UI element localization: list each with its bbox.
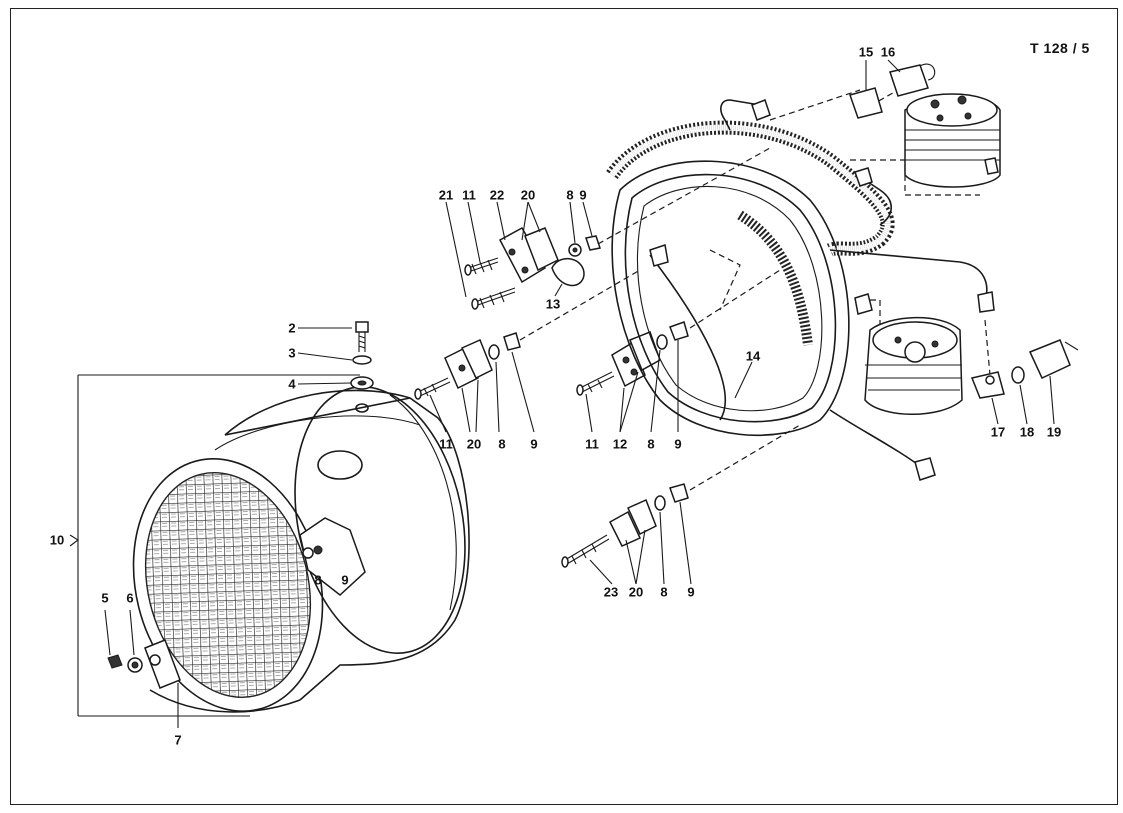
callout-11-middle-left: 11 (439, 436, 453, 452)
callout-20-lower: 20 (628, 584, 644, 600)
callout-22: 22 (489, 187, 505, 203)
callout-8-lower: 8 (660, 584, 668, 600)
callout-14: 14 (745, 348, 761, 364)
callout-18: 18 (1019, 424, 1035, 440)
callout-19: 19 (1046, 424, 1062, 440)
callout-17: 17 (990, 424, 1006, 440)
middle-left-bracket-set (414, 332, 521, 400)
callout-20-upper: 20 (520, 187, 536, 203)
callout-23: 23 (603, 584, 619, 600)
callout-15: 15 (858, 44, 874, 60)
callout-20-middle: 20 (466, 436, 482, 452)
callout-9-lower: 9 (687, 584, 695, 600)
callout-9-middle-left: 9 (530, 436, 538, 452)
callout-5: 5 (101, 590, 109, 606)
callout-8-housing: 8 (314, 572, 322, 588)
drawing-border (10, 8, 1118, 805)
pump-lower (864, 316, 1079, 415)
callout-3: 3 (288, 345, 296, 361)
callout-11-middle-right: 11 (585, 436, 599, 452)
callout-4: 4 (288, 376, 296, 392)
callout-8-middle-left: 8 (498, 436, 506, 452)
callout-11-upper: 11 (462, 187, 476, 203)
callout-9-upper: 9 (579, 187, 587, 203)
callout-21: 21 (438, 187, 454, 203)
callout-6: 6 (126, 590, 134, 606)
mounting-frame-and-hoses (606, 99, 995, 481)
callout-8-middle-right: 8 (647, 436, 655, 452)
housing-assembly (69, 321, 470, 717)
upper-bracket-set (464, 226, 601, 310)
lower-bracket-set (561, 483, 689, 568)
callout-7: 7 (174, 732, 182, 748)
callout-9-housing: 9 (341, 572, 349, 588)
pump-upper (849, 63, 1001, 188)
middle-right-bracket-set (576, 321, 689, 396)
callout-13: 13 (545, 296, 561, 312)
callout-16: 16 (880, 44, 896, 60)
drawing-reference: T 128 / 5 (1030, 40, 1090, 56)
callout-10: 10 (49, 532, 65, 548)
callout-9-middle-right: 9 (674, 436, 682, 452)
callout-2: 2 (288, 320, 296, 336)
callout-8-upper: 8 (566, 187, 574, 203)
group-bracket-10 (77, 374, 360, 717)
callout-12: 12 (612, 436, 628, 452)
